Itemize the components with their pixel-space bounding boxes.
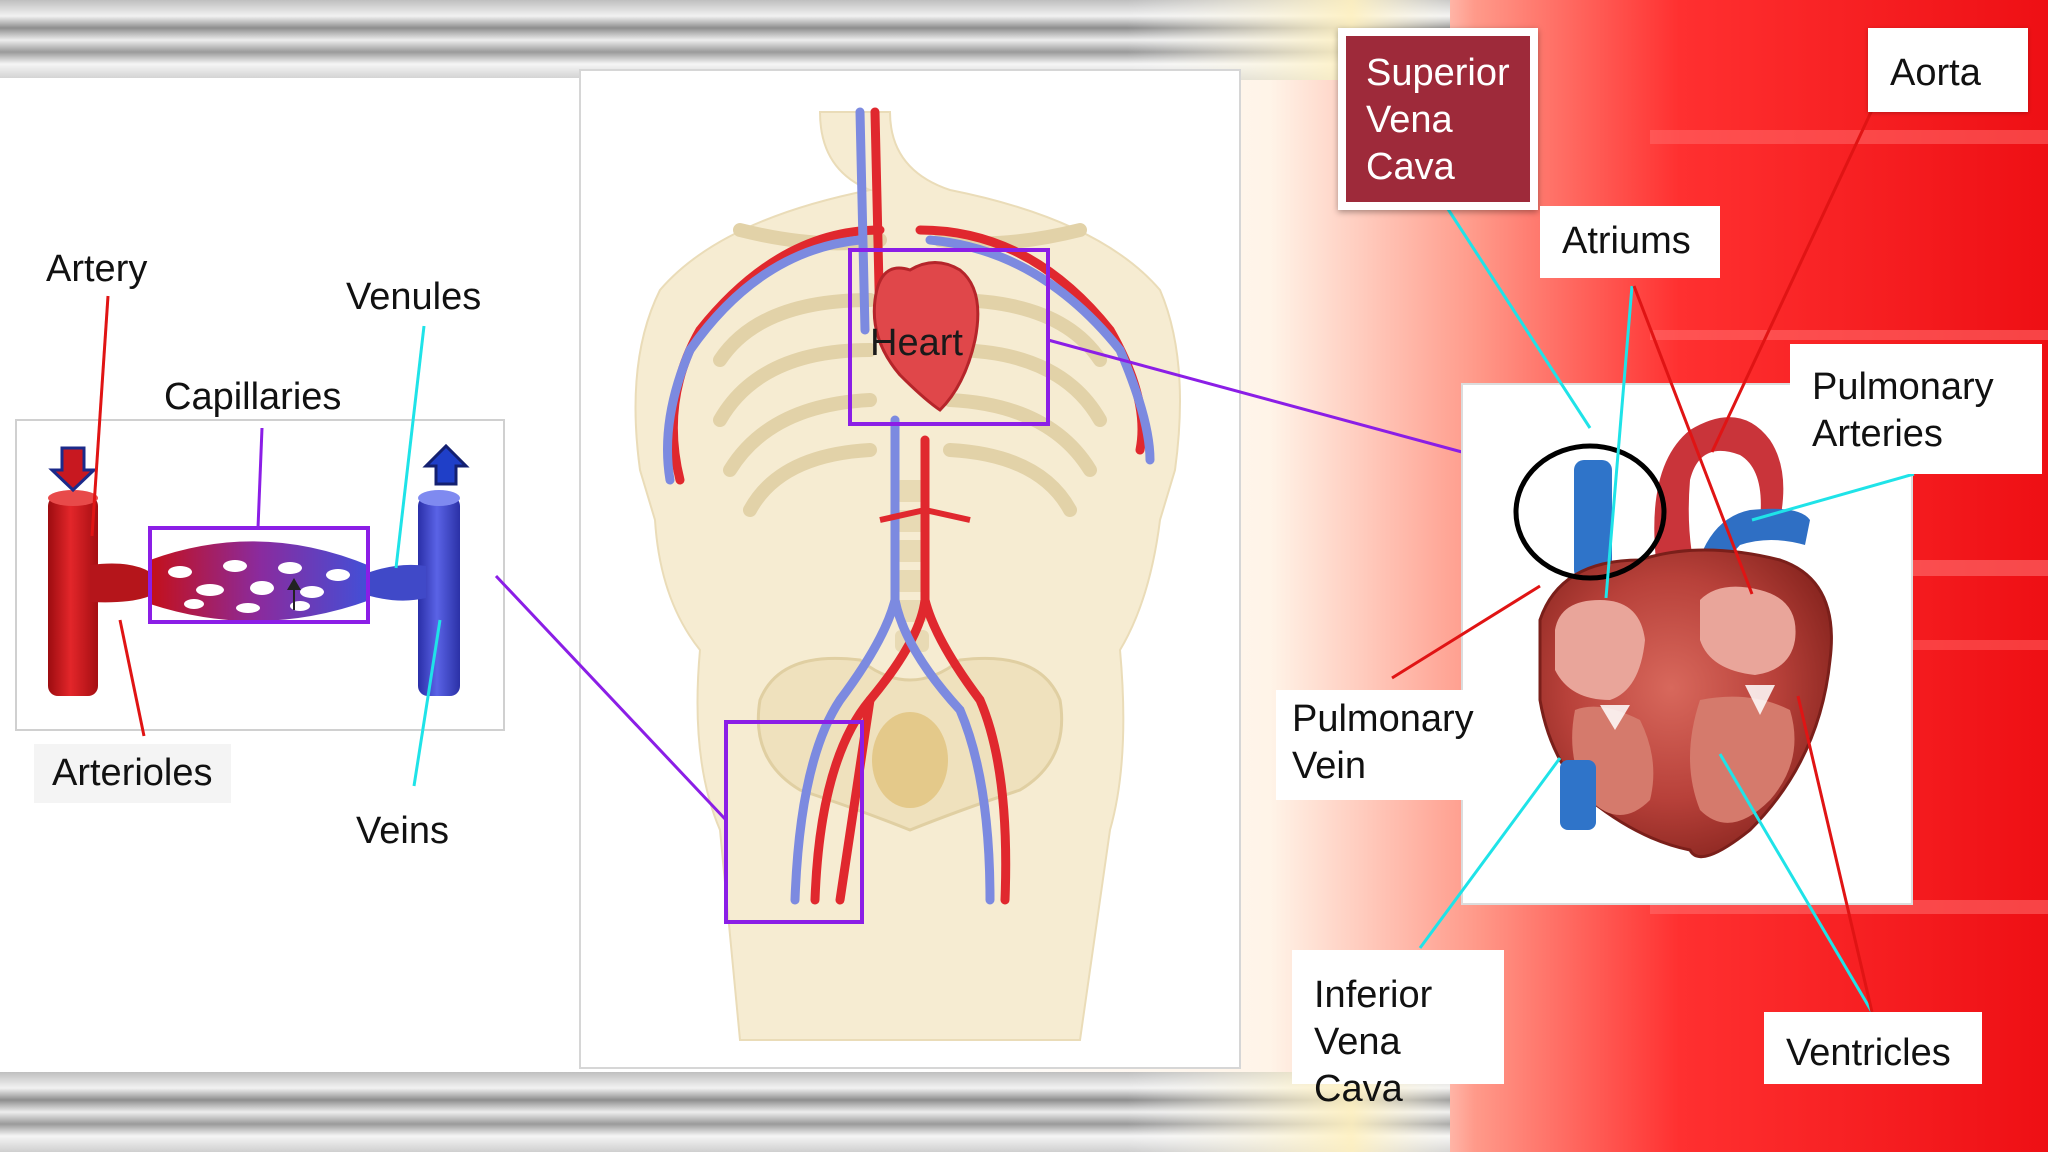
label-pulmonary-vein: Pulmonary Vein (1276, 690, 1486, 800)
top-stripe-glow (0, 0, 2048, 80)
label-atriums: Atriums (1540, 206, 1720, 278)
label-venules: Venules (346, 276, 482, 318)
venule-vessel (370, 564, 426, 601)
bottom-stripe-glow (0, 1072, 2048, 1152)
label-capillaries: Capillaries (164, 376, 342, 418)
heart-superior-vena-cava (1574, 460, 1612, 580)
label-ventricles: Ventricles (1764, 1012, 1982, 1084)
heart-highlight-box (848, 248, 1050, 426)
left-atrium (1700, 586, 1796, 675)
heart-inferior-vena-cava (1560, 760, 1596, 830)
right-atrium (1555, 600, 1645, 700)
label-pulmonary-arteries: Pulmonary Arteries (1790, 344, 2042, 474)
down-arrow-icon (48, 446, 98, 493)
capillary-callouts (90, 295, 442, 787)
heart-valves (1600, 685, 1775, 730)
leg-highlight-box (724, 720, 864, 924)
zoom-connector-lines (494, 338, 1463, 822)
sacrum (872, 712, 948, 808)
left-ventricle (1690, 696, 1795, 823)
label-heart: Heart (870, 322, 963, 364)
label-superior-vena-cava: Superior Vena Cava (1338, 28, 1538, 210)
body-panel (579, 69, 1241, 1069)
label-veins: Veins (356, 810, 449, 852)
superior-vena-cava-circle (1513, 443, 1667, 581)
vein-vessel (418, 496, 460, 696)
label-inferior-vena-cava: Inferior Vena Cava (1292, 950, 1504, 1110)
heart-aorta (1654, 417, 1784, 590)
heart-callouts (1391, 109, 1915, 1013)
capillary-mesh (168, 560, 350, 613)
artery-vessel (48, 496, 98, 696)
vein-opening (418, 490, 460, 506)
body-heart (872, 261, 980, 412)
up-arrow-icon (422, 443, 470, 486)
renal-vessels (879, 507, 971, 523)
label-aorta: Aorta (1868, 28, 2028, 112)
arteriole-vessel (90, 563, 150, 603)
label-arterioles: Arterioles (34, 744, 231, 803)
label-artery: Artery (46, 248, 148, 290)
artery-opening (48, 490, 98, 506)
flow-arrow-icon (287, 578, 301, 610)
